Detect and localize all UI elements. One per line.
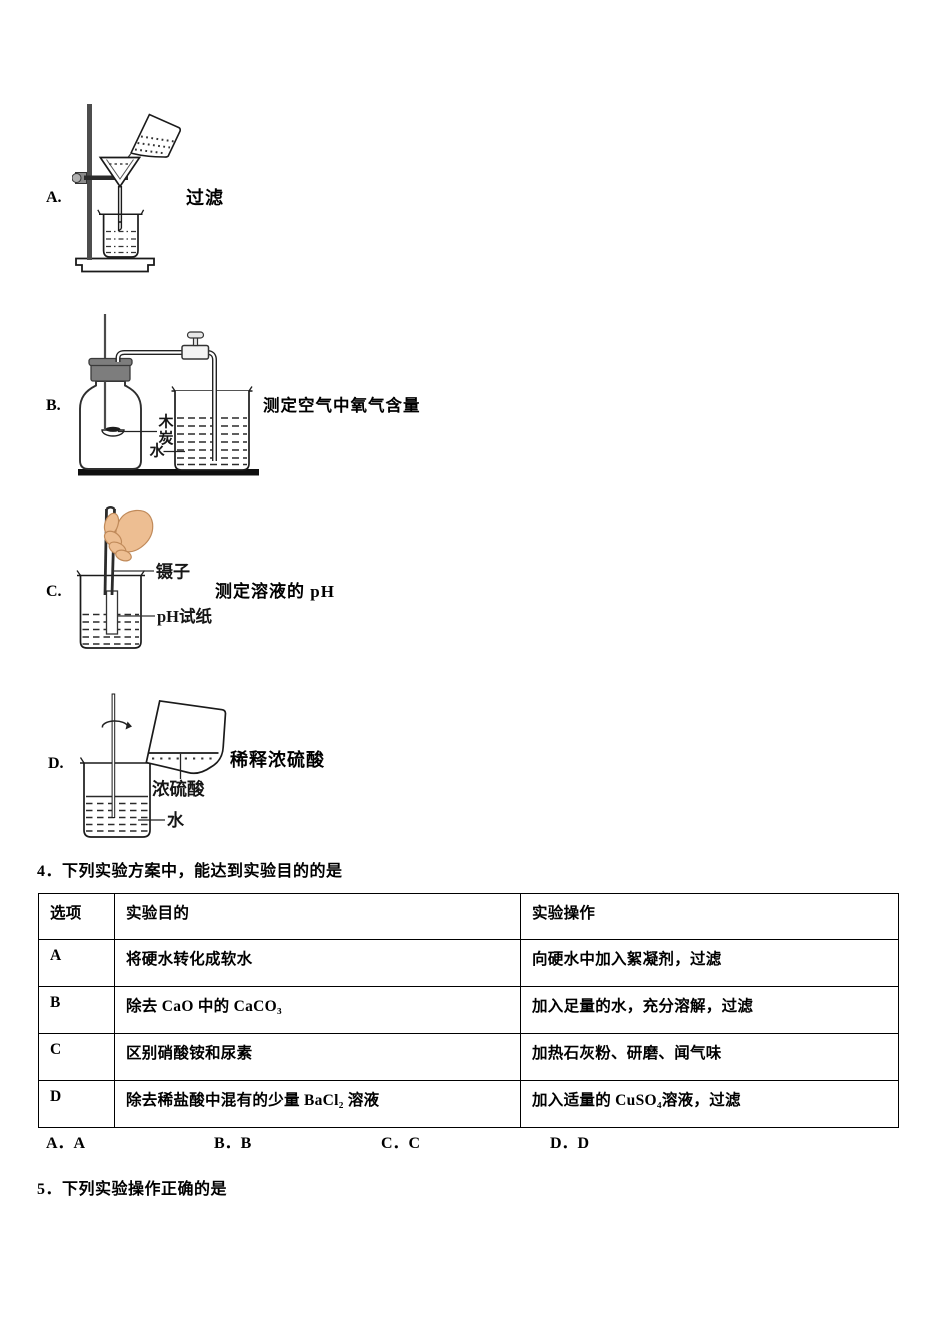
choice-d: D．D bbox=[550, 1135, 590, 1152]
figure-option-d-caption: 稀释浓硫酸 bbox=[230, 750, 325, 770]
ph-test-diagram: 镊子 pH试纸 bbox=[76, 506, 213, 649]
cell-purpose: 区别硝酸铵和尿素 bbox=[114, 1033, 521, 1081]
funnel bbox=[98, 156, 142, 232]
acid-dilution-diagram: 浓硫酸 水 bbox=[79, 693, 227, 838]
figure-option-b-caption: 测定空气中氧气含量 bbox=[263, 396, 421, 415]
rubber-stopper bbox=[88, 357, 133, 382]
filtration-apparatus-diagram bbox=[72, 104, 182, 273]
ring-stand bbox=[72, 104, 155, 273]
acid-pouring-beaker bbox=[145, 699, 227, 775]
figure-option-a-label: A. bbox=[46, 189, 62, 206]
cell-operation: 加入适量的 CuSO₄溶液，过滤 bbox=[520, 1080, 899, 1128]
choice-b: B．B bbox=[214, 1135, 252, 1152]
cell-option: B bbox=[38, 986, 115, 1034]
cell-purpose: 除去稀盐酸中混有的少量 BaCl₂ 溶液 bbox=[114, 1080, 521, 1128]
table-row: A 将硬水转化成软水 向硬水中加入絮凝剂，过滤 bbox=[38, 939, 899, 987]
table-row: C 区别硝酸铵和尿素 加热石灰粉、研磨、闻气味 bbox=[38, 1033, 899, 1081]
tweezers-annotation: 镊子 bbox=[156, 562, 190, 582]
choice-c: C．C bbox=[381, 1135, 421, 1152]
ph-paper-strip bbox=[105, 590, 119, 635]
charcoal-annotation-1: 木 bbox=[158, 413, 175, 431]
cell-purpose: 除去 CaO 中的 CaCO₃ bbox=[114, 986, 521, 1034]
cell-option: C bbox=[38, 1033, 115, 1081]
stopcock-valve bbox=[181, 331, 210, 360]
stirring-rod bbox=[101, 693, 132, 818]
ph-paper-annotation: pH试纸 bbox=[157, 606, 213, 626]
charcoal-annotation-2: 炭 bbox=[159, 429, 174, 447]
figure-option-a-caption: 过滤 bbox=[186, 188, 224, 208]
question-4-text: 4．下列实验方案中，能达到实验目的的是 bbox=[37, 863, 343, 880]
figure-option-d-label: D. bbox=[48, 755, 64, 772]
water-beaker bbox=[79, 757, 155, 838]
table-row: B 除去 CaO 中的 CaCO₃ 加入足量的水，充分溶解，过滤 bbox=[38, 986, 899, 1034]
figure-option-b-label: B. bbox=[46, 397, 61, 414]
bench-base bbox=[78, 469, 259, 476]
stir-arrow bbox=[101, 720, 129, 728]
cell-operation: 加热石灰粉、研磨、闻气味 bbox=[520, 1033, 899, 1081]
collection-beaker bbox=[97, 209, 145, 258]
cell-option: D bbox=[38, 1080, 115, 1128]
question-4-table: 选项 实验目的 实验操作 A 将硬水转化成软水 向硬水中加入絮凝剂，过滤 B 除… bbox=[38, 893, 899, 1128]
oxygen-measurement-diagram: 木 炭 水 bbox=[78, 314, 259, 476]
cell-operation: 向硬水中加入絮凝剂，过滤 bbox=[520, 939, 899, 987]
cell-option: A bbox=[38, 939, 115, 987]
water-annotation: 水 bbox=[150, 442, 166, 460]
water-annotation: 水 bbox=[167, 810, 185, 830]
delivery-tube bbox=[115, 350, 217, 461]
cell-purpose: 将硬水转化成软水 bbox=[114, 939, 521, 987]
gas-bottle bbox=[79, 314, 142, 470]
header-option: 选项 bbox=[38, 893, 115, 940]
table-row: D 除去稀盐酸中混有的少量 BaCl₂ 溶液 加入适量的 CuSO₄溶液，过滤 bbox=[38, 1080, 899, 1128]
header-operation: 实验操作 bbox=[520, 893, 899, 940]
question-5-text: 5．下列实验操作正确的是 bbox=[37, 1181, 228, 1198]
cell-operation: 加入足量的水，充分溶解，过滤 bbox=[520, 986, 899, 1034]
acid-annotation: 浓硫酸 bbox=[152, 779, 205, 799]
header-purpose: 实验目的 bbox=[114, 893, 521, 940]
choice-a: A．A bbox=[46, 1135, 86, 1152]
figure-option-c-caption: 测定溶液的 pH bbox=[215, 582, 335, 601]
hand bbox=[103, 509, 154, 562]
table-header-row: 选项 实验目的 实验操作 bbox=[38, 893, 899, 940]
figure-option-c-label: C. bbox=[46, 583, 62, 600]
